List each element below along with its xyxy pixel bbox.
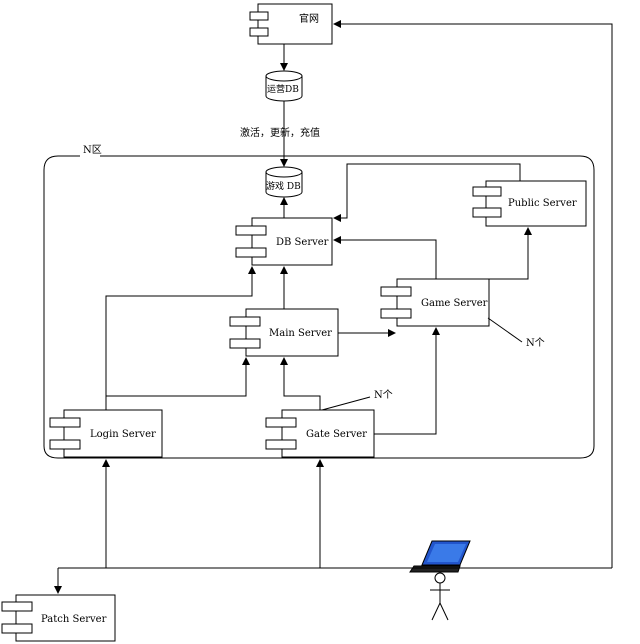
public-server-label: Public Server (508, 198, 577, 209)
connections: 激活，更新，充值 N个 N个 (54, 20, 613, 594)
edge-game-to-public (489, 227, 532, 280)
edge-public-to-dbserver (333, 163, 521, 222)
edge-client-to-site (333, 20, 613, 568)
game-db-node: 游戏 DB (265, 166, 303, 198)
official-site-label: 官网 (299, 12, 319, 25)
gate-server-node: Gate Server (265, 409, 375, 458)
operations-db-label: 运营DB (267, 83, 299, 95)
patch-server-label: Patch Server (41, 614, 107, 625)
edge-gate-to-main (280, 357, 321, 410)
main-server-node: Main Server (229, 308, 339, 357)
operations-db-node: 运营DB (265, 70, 303, 102)
login-server-node: Login Server (49, 409, 163, 458)
edge-game-to-dbserver (333, 236, 437, 279)
n-gate-label: N个 (374, 389, 393, 401)
official-site-node: 官网 (249, 3, 333, 45)
zone-container: N区 (43, 144, 595, 459)
gate-server-label: Gate Server (306, 429, 367, 440)
game-db-label: 游戏 DB (266, 180, 301, 192)
flow-label: 激活，更新，充值 (240, 126, 320, 139)
db-server-node: DB Server (235, 217, 333, 266)
user-icon (430, 572, 450, 621)
patch-server-node: Patch Server (1, 594, 116, 642)
main-server-label: Main Server (269, 328, 332, 339)
public-server-node: Public Server (472, 180, 587, 227)
login-server-label: Login Server (90, 429, 156, 440)
laptop-icon (409, 540, 471, 573)
game-server-node: Game Server (380, 278, 490, 327)
edge-login-to-dbserver (105, 266, 256, 410)
zone-label: N区 (83, 144, 102, 156)
db-server-label: DB Server (276, 237, 329, 248)
edge-gate-to-game (374, 327, 440, 435)
edge-login-to-main (106, 357, 250, 397)
game-server-label: Game Server (421, 298, 488, 309)
n-game-label: N个 (526, 337, 545, 349)
